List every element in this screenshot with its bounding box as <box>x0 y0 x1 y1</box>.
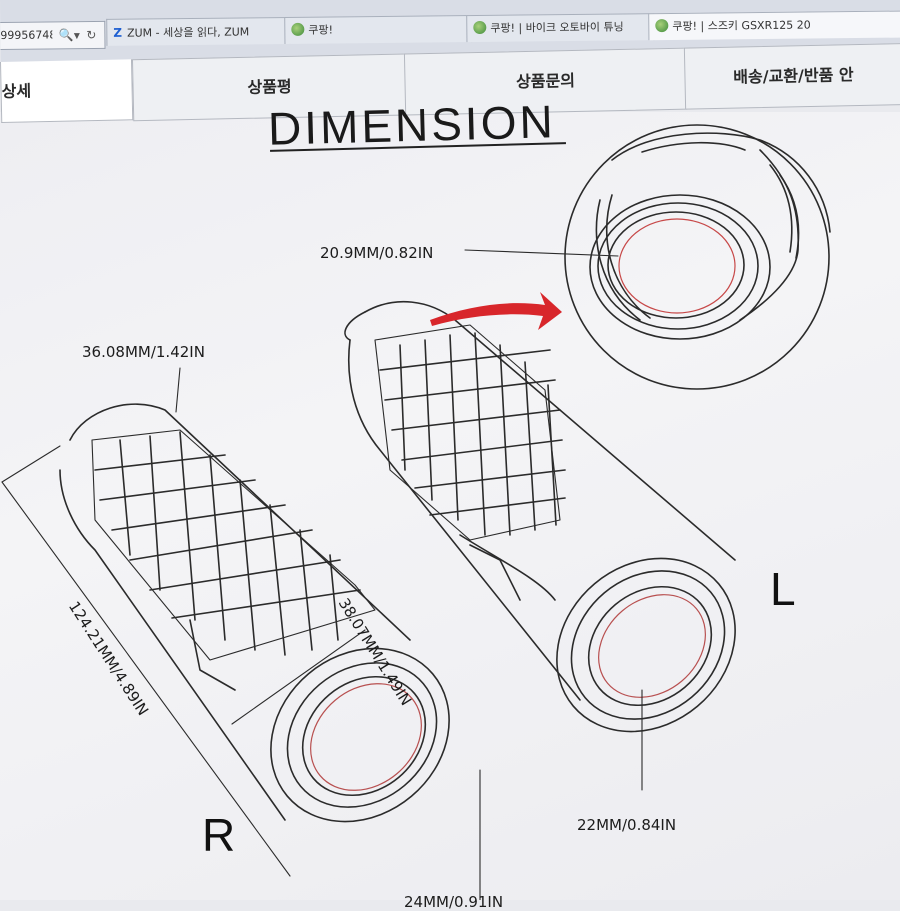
label-inner-diameter-detail: 20.9MM/0.82IN <box>320 244 434 262</box>
drawing-title: DIMENSION <box>268 95 557 148</box>
tab-detail[interactable]: 상세 <box>0 59 134 123</box>
product-detail-image <box>0 112 900 900</box>
label-right: R <box>202 809 236 861</box>
detail-circle <box>564 124 831 390</box>
arrow-icon <box>430 292 562 330</box>
grip-right <box>59 403 450 823</box>
label-left: L <box>770 563 796 615</box>
label-r-end-diameter: 36.08MM/1.42IN <box>82 343 205 361</box>
label-l-inner-diameter: 22MM/0.84IN <box>577 816 677 834</box>
label-r-inner-partial: 24MM/0.91IN <box>404 893 504 911</box>
dimension-lines <box>1 249 643 900</box>
tab-shipping[interactable]: 배송/교환/반품 안 <box>683 43 900 110</box>
